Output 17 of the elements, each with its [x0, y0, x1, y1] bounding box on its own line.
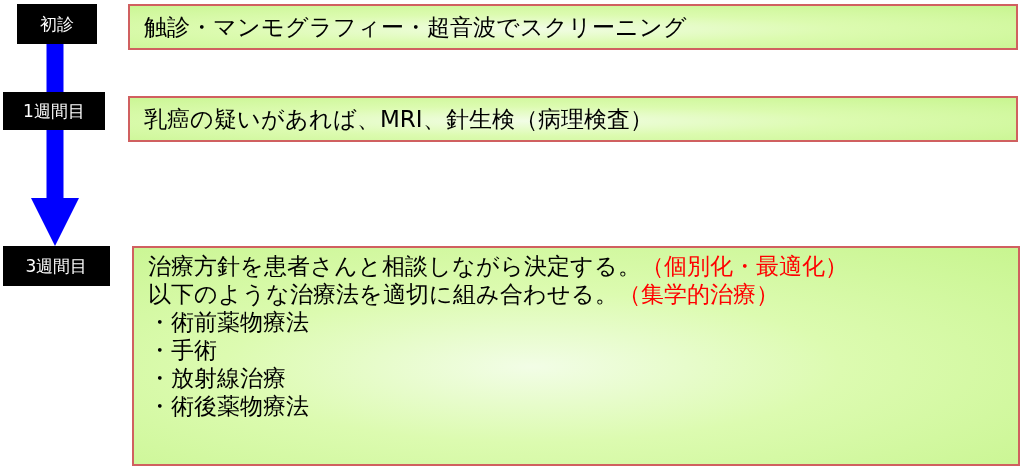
step-box [132, 246, 1020, 466]
time-label: 初診 [17, 4, 97, 44]
step-text: 乳癌の疑いがあれば、MRI、針生検（病理検査） [144, 106, 653, 132]
step-box [128, 96, 1018, 142]
list-item: ・術前薬物療法 [148, 309, 309, 335]
list-item: ・術後薬物療法 [148, 393, 309, 419]
step-text: 治療方針を患者さんと相談しながら決定する。 [148, 253, 641, 279]
time-label: 3週間目 [3, 246, 110, 286]
note-text: （集学的治療） [618, 281, 779, 307]
note-text: （個別化・最適化） [641, 253, 848, 279]
time-label: 1週間目 [3, 92, 105, 130]
step-text: 以下のような治療法を適切に組み合わせる。 [148, 281, 618, 307]
list-item: ・放射線治療 [148, 365, 286, 391]
step-box [128, 4, 1018, 50]
arrow [31, 130, 79, 246]
step-text: 触診・マンモグラフィー・超音波でスクリーニング [144, 14, 687, 40]
list-item: ・手術 [148, 337, 217, 363]
